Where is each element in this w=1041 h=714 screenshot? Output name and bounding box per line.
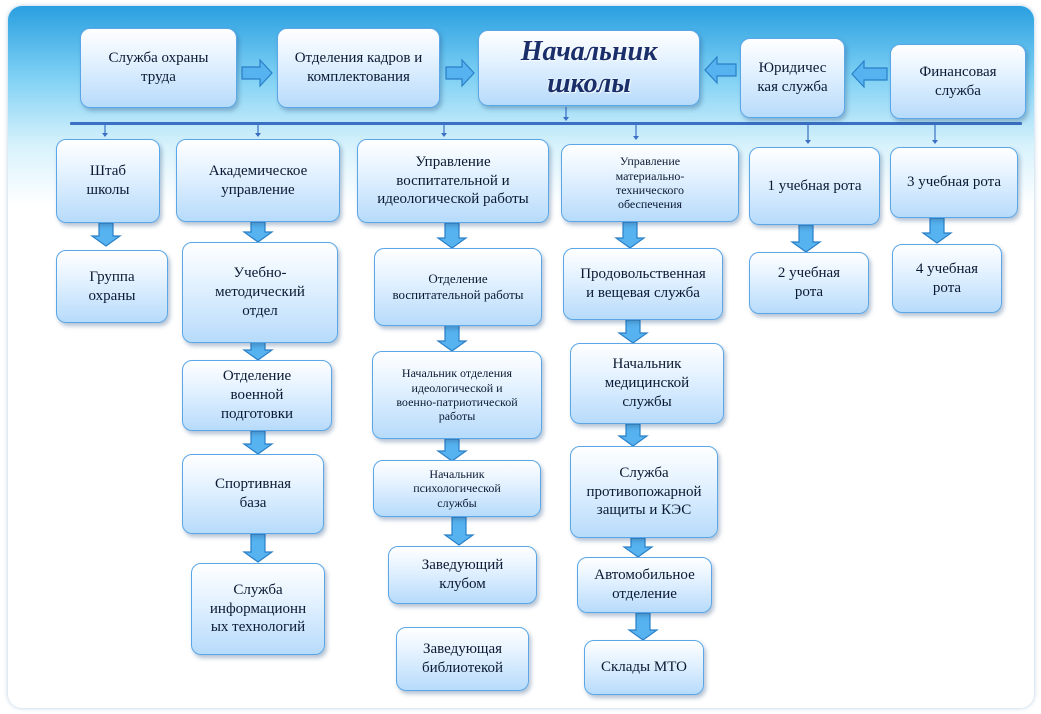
guard-group-box: Группа охраны <box>56 250 168 323</box>
company-2-box: 2 учебная рота <box>749 252 869 314</box>
company-1-box: 1 учебная рота <box>749 147 880 225</box>
methodology-dept-box: Учебно- методический отдел <box>182 242 338 343</box>
auto-dept-box: Автомобильное отделение <box>577 557 712 613</box>
education-head-box: Управление воспитательной и идеологическ… <box>357 139 549 223</box>
company-3-box: 3 учебная рота <box>890 147 1018 218</box>
education-dept-box: Отделение воспитательной работы <box>374 248 542 326</box>
ideology-head-box: Начальник отделения идеологической и вое… <box>372 351 542 439</box>
club-head-box: Заведующий клубом <box>388 546 537 604</box>
library-head-box: Заведующая библиотекой <box>396 627 529 691</box>
hr-box: Отделения кадров и комплектования <box>277 28 440 108</box>
legal-box: Юридичес кая служба <box>740 38 845 118</box>
sports-base-box: Спортивная база <box>182 454 324 534</box>
it-service-box: Служба информационн ых технологий <box>191 563 325 655</box>
divider-line <box>70 122 1022 125</box>
company-4-box: 4 учебная рота <box>892 244 1002 313</box>
food-clothing-box: Продовольственная и вещевая служба <box>563 248 723 320</box>
labor-safety-box: Служба охраны труда <box>80 28 237 108</box>
psych-service-box: Начальник психологической службы <box>373 460 541 517</box>
fire-service-box: Служба противопожарной защиты и КЭС <box>570 446 718 538</box>
chief-box: Начальник школы <box>478 30 700 106</box>
warehouses-box: Склады МТО <box>584 640 704 695</box>
medical-head-box: Начальник медицинской службы <box>570 343 724 424</box>
finance-box: Финансовая служба <box>890 44 1026 119</box>
hq-box: Штаб школы <box>56 139 160 223</box>
logistics-head-box: Управление материально- технического обе… <box>561 144 739 222</box>
academic-head-box: Академическое управление <box>176 139 340 222</box>
military-training-box: Отделение военной подготовки <box>182 360 332 431</box>
